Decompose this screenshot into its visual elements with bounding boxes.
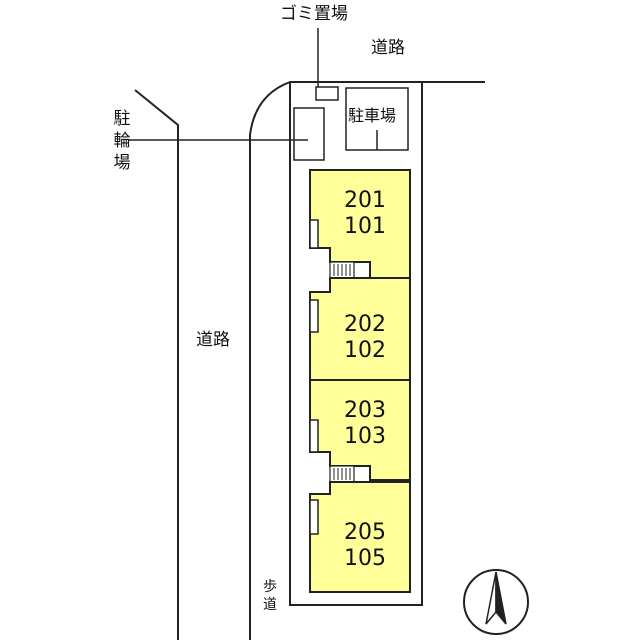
- unit-label-3: 203 103: [325, 398, 405, 450]
- property-boundary: [289, 82, 423, 606]
- unit-block-1: [309, 169, 411, 279]
- unit-upper-number: 205: [344, 520, 386, 545]
- unit-label-1: 201 101: [325, 188, 405, 240]
- bicycle-parking-label: 駐輪場: [113, 109, 131, 173]
- unit-upper-number: 202: [344, 312, 386, 337]
- unit-lower-number: 101: [344, 214, 386, 239]
- garbage-station-label: ゴミ置場: [280, 4, 348, 24]
- unit-label-2: 202 102: [325, 312, 405, 364]
- unit-lower-number: 105: [344, 546, 386, 571]
- unit-upper-number: 203: [344, 398, 386, 423]
- unit-lower-number: 102: [344, 338, 386, 363]
- unit-upper-number: 201: [344, 188, 386, 213]
- north-arrow-icon: [463, 569, 529, 635]
- bicycle-parking: [293, 107, 325, 161]
- unit-block-3: [309, 379, 411, 481]
- stairs-1: [329, 261, 355, 279]
- garbage-station: [315, 86, 339, 101]
- unit-lower-number: 103: [344, 424, 386, 449]
- unit-block-4: [309, 481, 411, 593]
- unit-label-4: 205 105: [325, 520, 405, 572]
- car-parking-label: 駐車場: [348, 106, 397, 125]
- road-edge-left: [134, 89, 179, 640]
- sidewalk-label: 歩道: [263, 579, 277, 613]
- sidewalk-edge: [249, 81, 485, 640]
- road-top-label: 道路: [371, 38, 405, 58]
- stairs-2: [329, 465, 355, 483]
- road-left-label: 道路: [196, 330, 230, 350]
